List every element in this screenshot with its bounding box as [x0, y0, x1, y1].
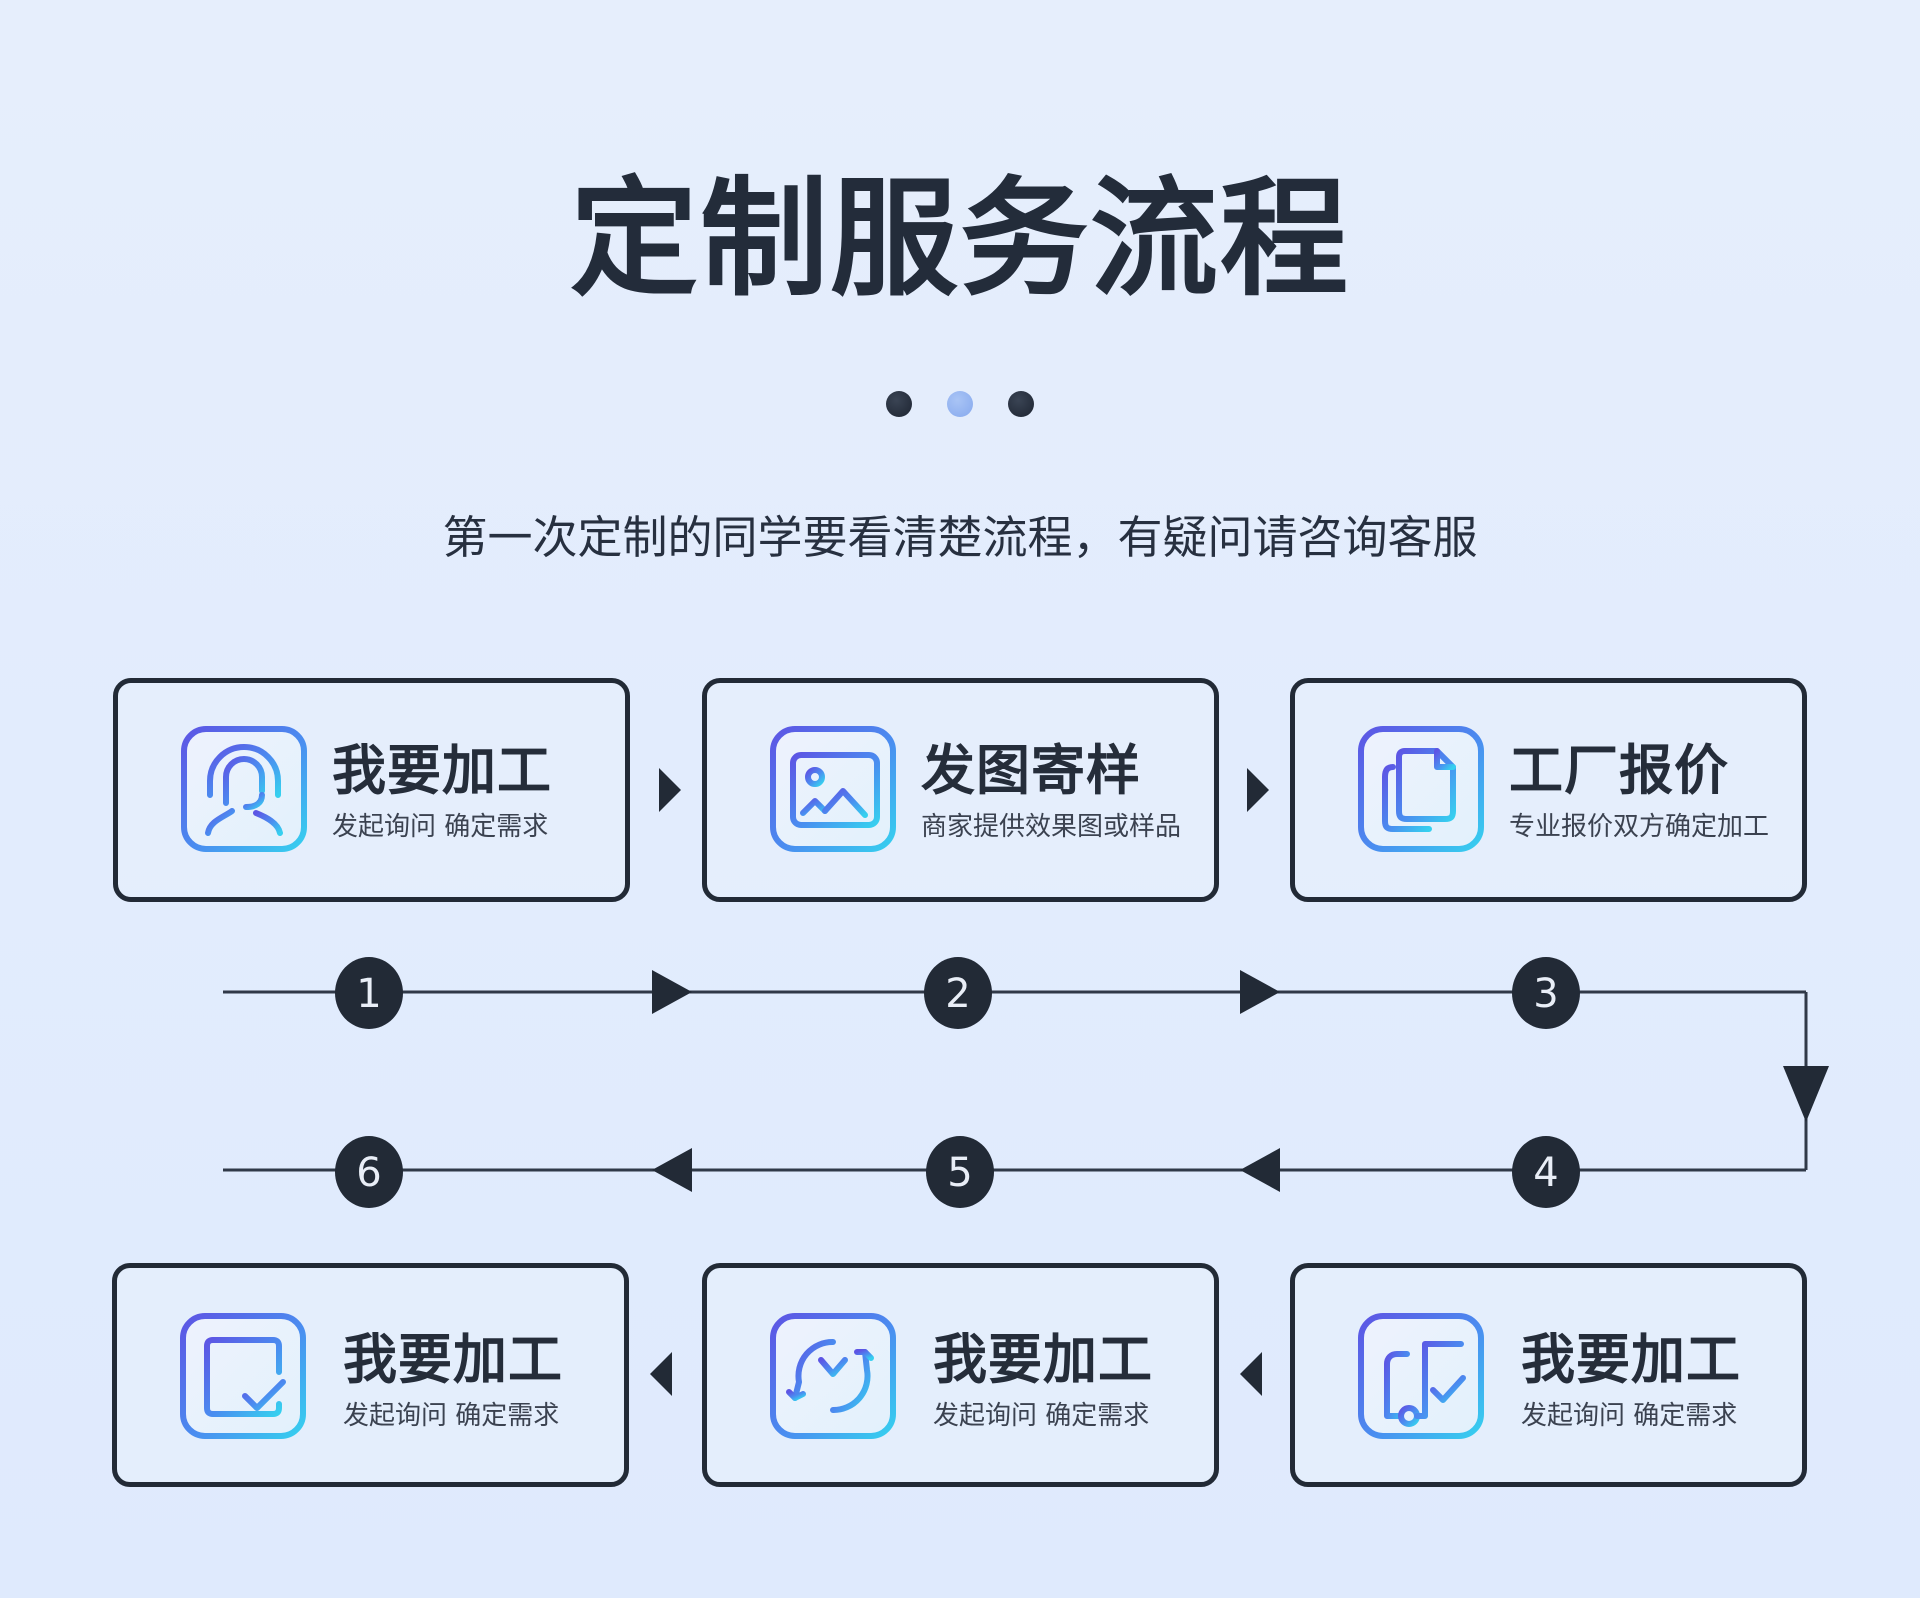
pager-dots [0, 391, 1920, 417]
yuan-payment-cycle-icon [769, 1312, 897, 1440]
step-card-6[interactable]: 我要加工 发起询问 确定需求 [112, 1263, 629, 1487]
step-marker-6: 6 [335, 1136, 403, 1208]
delivery-check-icon [1357, 1312, 1485, 1440]
step-marker-2: 2 [924, 957, 992, 1029]
arrow-right-icon [1247, 768, 1269, 812]
timeline-arrow-left-2 [652, 1148, 692, 1192]
arrow-left-icon [650, 1352, 672, 1396]
step-marker-3: 3 [1512, 957, 1580, 1029]
document-copy-icon [1357, 725, 1485, 853]
step-card-4[interactable]: 我要加工 发起询问 确定需求 [1290, 1263, 1807, 1487]
step-description: 发起询问 确定需求 [332, 812, 549, 842]
step-description: 专业报价双方确定加工 [1509, 812, 1770, 842]
step-title: 工厂报价 [1509, 739, 1729, 802]
step-number: 6 [356, 1150, 381, 1196]
page-title: 定制服务流程 [569, 165, 1350, 314]
step-title: 发图寄样 [921, 739, 1141, 802]
customer-service-headset-icon [180, 725, 308, 853]
step-marker-1: 1 [335, 957, 403, 1029]
step-card-2[interactable]: 发图寄样 商家提供效果图或样品 [702, 678, 1219, 902]
step-number: 4 [1533, 1150, 1558, 1196]
step-description: 发起询问 确定需求 [343, 1401, 560, 1431]
step-number: 1 [356, 971, 381, 1017]
pager-dot-1[interactable] [886, 391, 912, 417]
step-title: 我要加工 [933, 1328, 1153, 1391]
timeline-arrow-right-1 [652, 970, 692, 1014]
step-description: 发起询问 确定需求 [1521, 1401, 1738, 1431]
arrow-right-icon [659, 768, 681, 812]
step-title: 我要加工 [343, 1328, 563, 1391]
timeline-arrow-down [1783, 1066, 1829, 1122]
timeline-arrow-right-2 [1240, 970, 1280, 1014]
step-number: 3 [1533, 971, 1558, 1017]
step-number: 5 [947, 1150, 972, 1196]
timeline-arrow-left-1 [1240, 1148, 1280, 1192]
step-marker-4: 4 [1512, 1136, 1580, 1208]
pager-dot-3[interactable] [1008, 391, 1034, 417]
step-marker-5: 5 [926, 1136, 994, 1208]
step-card-5[interactable]: 我要加工 发起询问 确定需求 [702, 1263, 1219, 1487]
image-picture-icon [769, 725, 897, 853]
step-title: 我要加工 [1521, 1328, 1741, 1391]
form-check-icon [179, 1312, 307, 1440]
page-subtitle: 第一次定制的同学要看清楚流程，有疑问请咨询客服 [442, 511, 1478, 564]
step-card-1[interactable]: 我要加工 发起询问 确定需求 [113, 678, 630, 902]
step-number: 2 [945, 971, 970, 1017]
step-description: 商家提供效果图或样品 [921, 812, 1182, 842]
arrow-left-icon [1240, 1352, 1262, 1396]
step-title: 我要加工 [332, 739, 552, 802]
step-card-3[interactable]: 工厂报价 专业报价双方确定加工 [1290, 678, 1807, 902]
pager-dot-2-active[interactable] [947, 391, 973, 417]
step-description: 发起询问 确定需求 [933, 1401, 1150, 1431]
